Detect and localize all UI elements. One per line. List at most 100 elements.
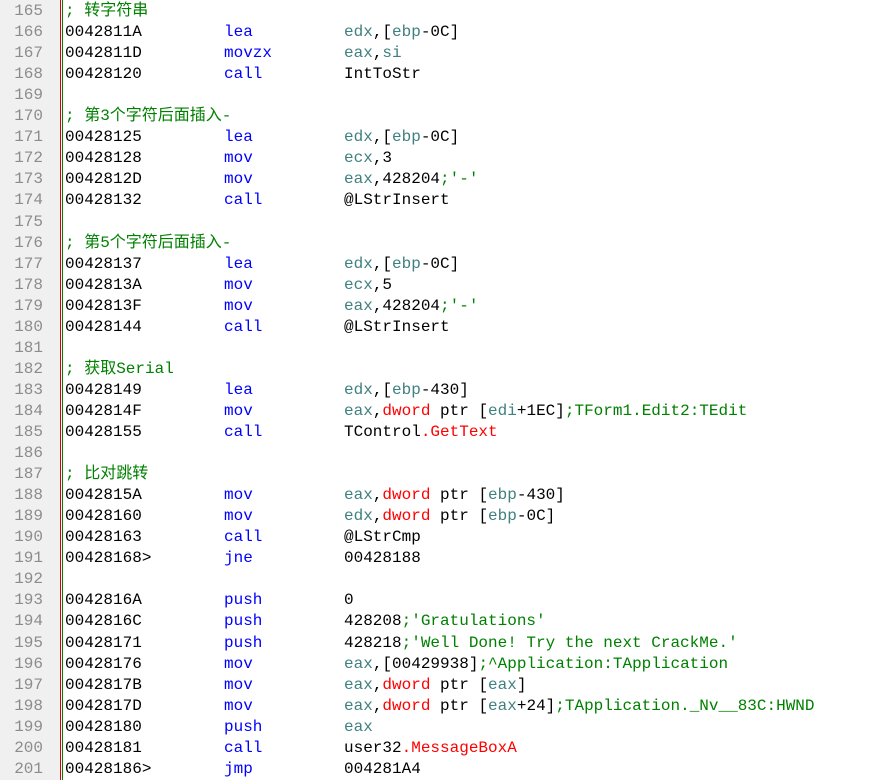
operand-token: ,[00429938] bbox=[372, 654, 479, 673]
operand-token: @LStrCmp bbox=[344, 528, 421, 547]
operand-token: ;'Gratulations' bbox=[401, 612, 546, 631]
operand-token: 00428188 bbox=[344, 549, 421, 568]
operand-token: -0C] bbox=[420, 23, 460, 42]
blank-line[interactable]: 169 bbox=[0, 85, 891, 106]
operand-token: +24] bbox=[516, 696, 556, 715]
address: 0042815A bbox=[65, 486, 142, 505]
mnemonic: lea bbox=[224, 128, 253, 147]
address: 00428149 bbox=[65, 380, 142, 399]
operand-token: ,[ bbox=[372, 380, 393, 399]
blank-line[interactable]: 181 bbox=[0, 338, 891, 359]
operand-token: edx bbox=[344, 507, 373, 526]
operands: edx,[ebp-430] bbox=[344, 380, 469, 401]
mnemonic: movzx bbox=[224, 44, 273, 63]
comment-line[interactable]: 187; 比对跳转 bbox=[0, 464, 891, 485]
line-number: 192 bbox=[14, 570, 43, 589]
operand-token: @LStrInsert bbox=[344, 191, 450, 210]
mnemonic: lea bbox=[224, 254, 253, 273]
operand-token: , bbox=[372, 44, 383, 63]
operands: TControl.GetText bbox=[344, 422, 498, 443]
line-number: 198 bbox=[14, 696, 43, 715]
operand-token: @LStrInsert bbox=[344, 317, 450, 336]
operand-token: , bbox=[372, 696, 383, 715]
operand-token: +1EC] bbox=[516, 401, 565, 420]
operand-token: , bbox=[372, 486, 383, 505]
line-number: 185 bbox=[14, 423, 43, 441]
operand-token: eax bbox=[344, 44, 373, 63]
operand-token: ;^Application:TApplication bbox=[478, 654, 729, 673]
comment-line[interactable]: 170; 第3个字符后面插入- bbox=[0, 106, 891, 127]
mnemonic: call bbox=[224, 528, 263, 547]
line-number: 181 bbox=[14, 338, 43, 357]
address: 00428180 bbox=[65, 717, 142, 736]
comment-line[interactable]: 182; 获取Serial bbox=[0, 359, 891, 380]
mnemonic: mov bbox=[224, 275, 253, 294]
operand-token: edx bbox=[344, 380, 373, 399]
line-number: 186 bbox=[14, 444, 43, 463]
line-number: 188 bbox=[14, 486, 43, 505]
operand-token: ptr [ bbox=[430, 696, 489, 715]
address: 00428144 bbox=[65, 317, 142, 336]
operand-token: ,428204 bbox=[372, 296, 441, 315]
operands: eax bbox=[344, 717, 373, 738]
operand-token: ;'-' bbox=[440, 170, 479, 189]
address: 00428120 bbox=[65, 65, 142, 84]
operand-token: si bbox=[382, 44, 402, 63]
operands: user32.MessageBoxA bbox=[344, 738, 517, 759]
mnemonic: mov bbox=[224, 149, 253, 168]
mnemonic: push bbox=[224, 612, 263, 631]
blank-line[interactable]: 175 bbox=[0, 212, 891, 233]
operand-token: eax bbox=[344, 170, 373, 189]
blank-line[interactable]: 192 bbox=[0, 569, 891, 590]
operand-token: eax bbox=[344, 696, 373, 715]
line-number: 199 bbox=[14, 717, 43, 736]
line-number: 182 bbox=[14, 359, 43, 378]
mnemonic: lea bbox=[224, 380, 253, 399]
address: 0042814F bbox=[65, 401, 142, 420]
operand-token: dword bbox=[382, 696, 431, 715]
operand-token: ebp bbox=[392, 128, 421, 147]
line-number: 187 bbox=[14, 465, 43, 484]
comment-text: ; 第3个字符后面插入- bbox=[65, 107, 232, 126]
blank-line[interactable]: 186 bbox=[0, 443, 891, 464]
operand-token: ,[ bbox=[372, 254, 393, 273]
line-number: 166 bbox=[14, 23, 43, 42]
comment-line[interactable]: 165; 转字符串 bbox=[0, 1, 891, 22]
comment-line[interactable]: 176; 第5个字符后面插入- bbox=[0, 233, 891, 254]
line-number: 193 bbox=[14, 591, 43, 610]
mnemonic: mov bbox=[224, 696, 253, 715]
operand-token: TControl bbox=[344, 423, 421, 441]
operands: eax,dword ptr [eax] bbox=[344, 675, 526, 696]
operands: 428218;'Well Done! Try the next CrackMe.… bbox=[344, 633, 738, 654]
operands: 004281A4 bbox=[344, 759, 421, 780]
mnemonic: jne bbox=[224, 549, 253, 568]
